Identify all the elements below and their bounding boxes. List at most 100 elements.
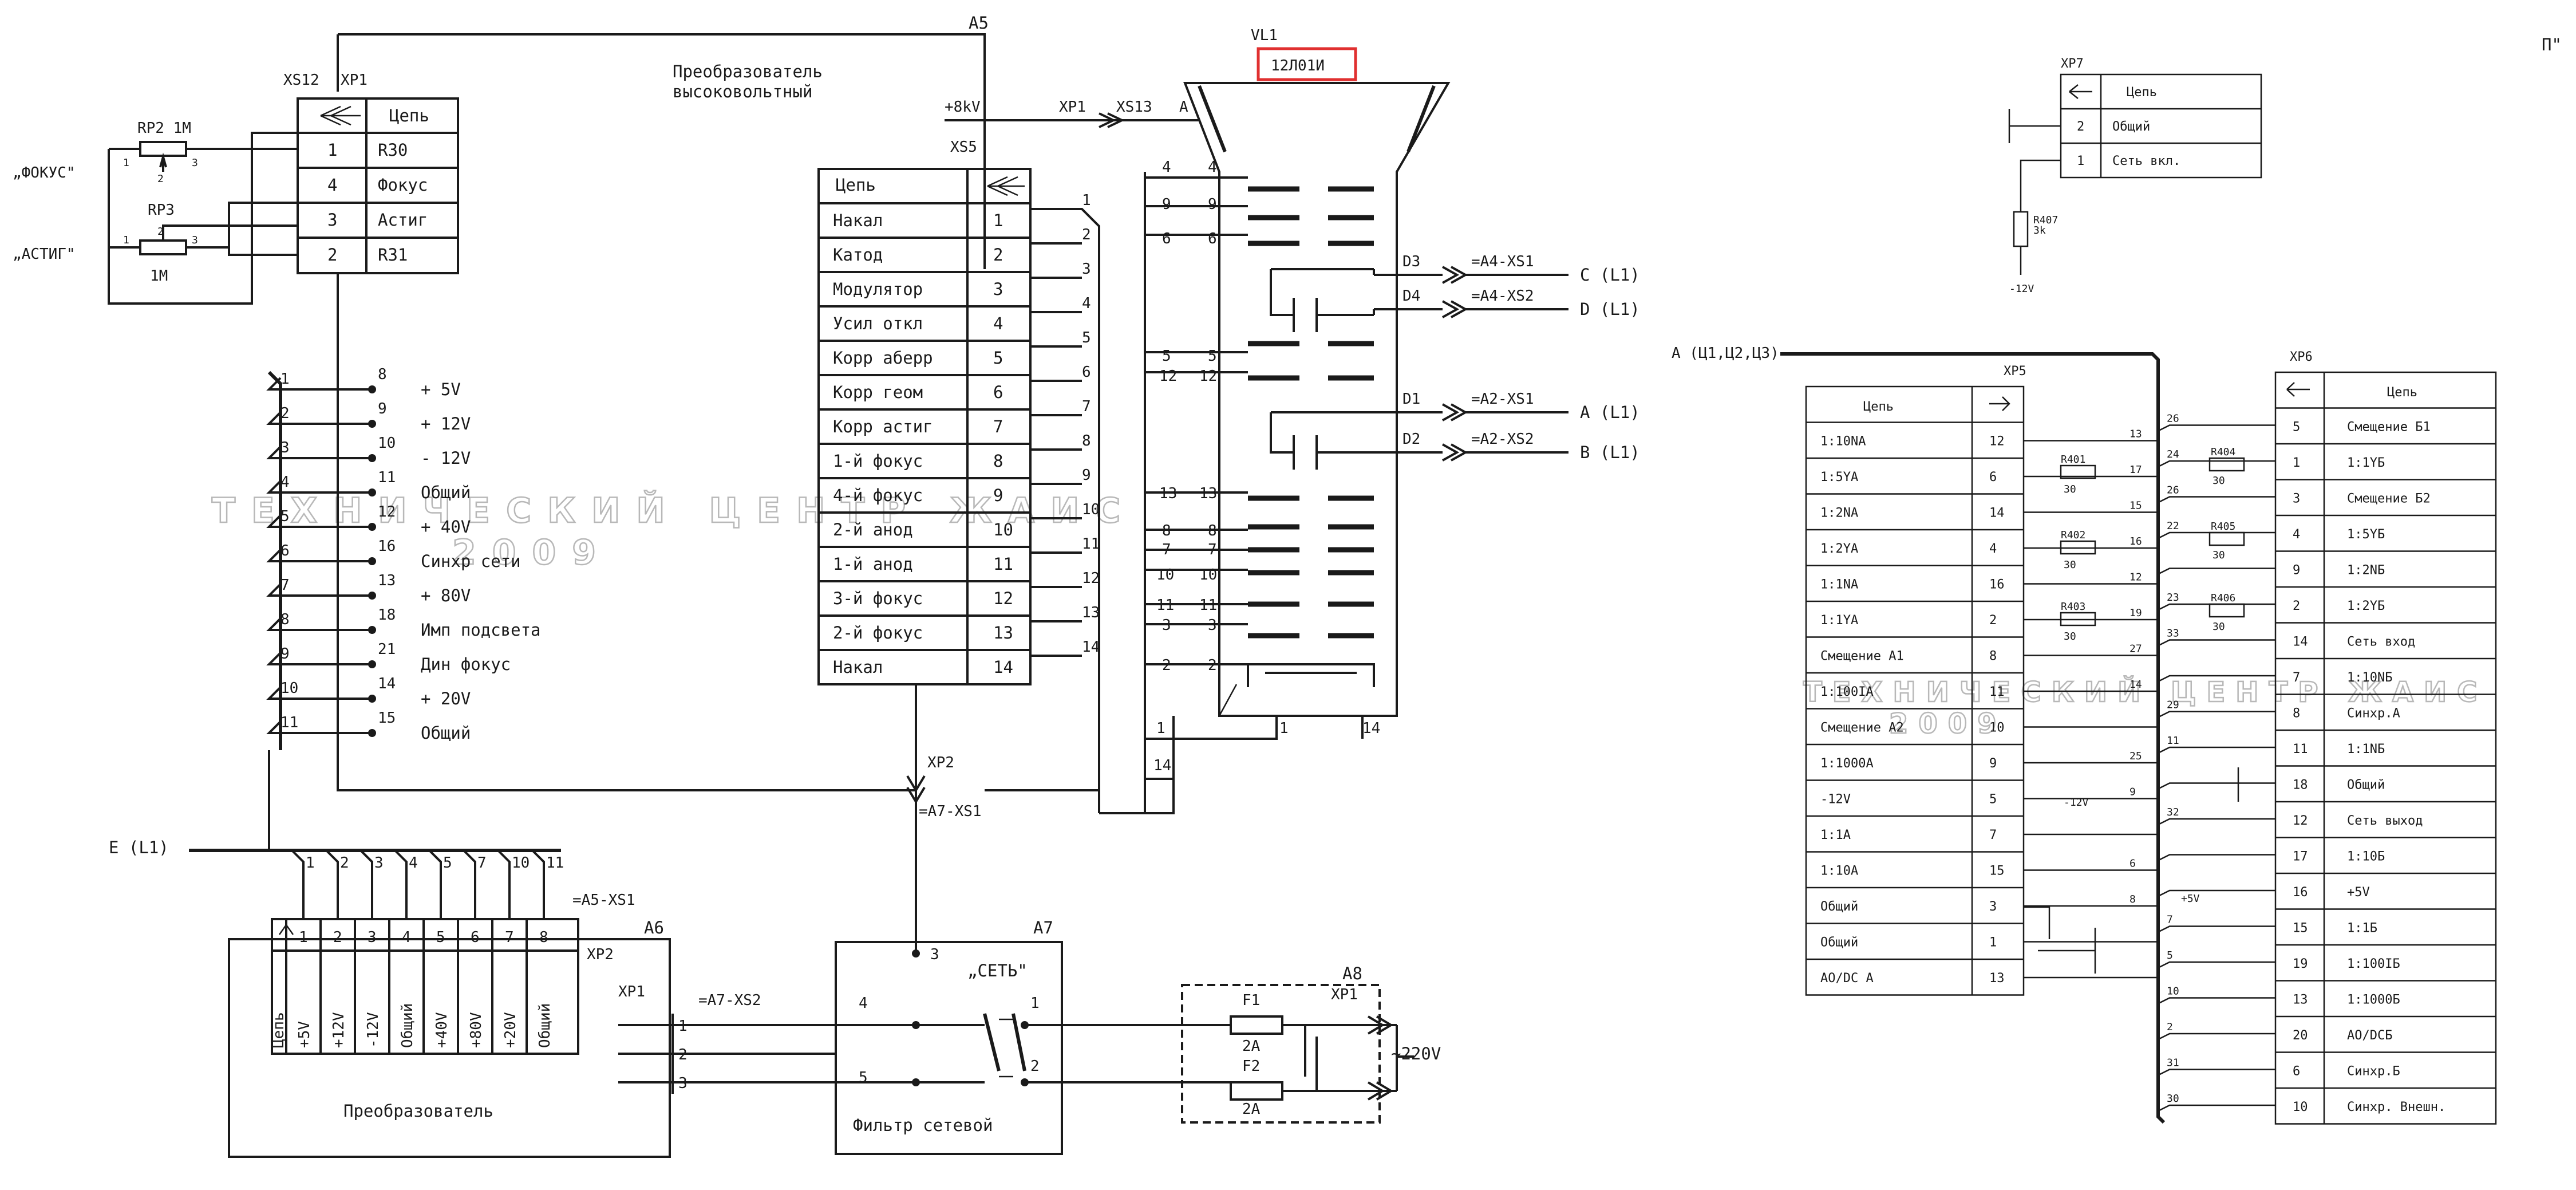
power-bus-pin: 10 bbox=[378, 435, 396, 452]
xp6-wire-number: 32 bbox=[2167, 806, 2179, 818]
xp5-wire-number: 13 bbox=[2129, 428, 2142, 440]
xp5-row-name: 1:10NA bbox=[1820, 435, 1866, 449]
xp5-row-pin: 11 bbox=[1989, 685, 2005, 699]
xs5-wire-number: 14 bbox=[1082, 639, 1100, 656]
power-bus-wire-number: 3 bbox=[280, 439, 290, 456]
svg-text:F2: F2 bbox=[1242, 1058, 1260, 1075]
svg-text:3: 3 bbox=[930, 946, 939, 963]
xp5-row-name: 1:2YA bbox=[1820, 542, 1858, 556]
a6-wire bbox=[359, 849, 373, 919]
svg-text:2A: 2A bbox=[1242, 1101, 1261, 1118]
power-bus-wire bbox=[266, 480, 372, 494]
xp6-row-name: Синхр.Б bbox=[2347, 1065, 2400, 1079]
a6-pin: 5 bbox=[436, 929, 445, 946]
power-bus-label: + 5V bbox=[421, 380, 461, 399]
xp5-row-pin: 14 bbox=[1989, 506, 2005, 521]
xp6-row-pin: 1 bbox=[2293, 456, 2300, 470]
a6-wire-number: 4 bbox=[409, 854, 418, 872]
xp6-row-pin: 12 bbox=[2293, 814, 2308, 828]
xp5-row-pin: 5 bbox=[1989, 793, 1997, 807]
a6-name: Преобразователь bbox=[343, 1101, 493, 1121]
xs12-xp1-label: XP1 bbox=[341, 72, 368, 89]
svg-text:XP2: XP2 bbox=[587, 946, 614, 963]
a6-wire-number: 11 bbox=[546, 854, 564, 872]
a5-top-frame bbox=[338, 33, 986, 269]
svg-text:Астиг: Астиг bbox=[378, 210, 428, 230]
svg-text:1: 1 bbox=[1156, 720, 1165, 737]
svg-text:2: 2 bbox=[157, 173, 164, 185]
a6-connector: Цепь1+5V2+12V3-12V4Общий5+40V6+80V7+20V8… bbox=[270, 918, 579, 1055]
svg-text:4: 4 bbox=[327, 175, 337, 195]
a6-wire-number: 10 bbox=[512, 854, 530, 872]
svg-text:=A2-XS1: =A2-XS1 bbox=[1471, 391, 1534, 408]
a5-title-line1: Преобразователь bbox=[673, 62, 823, 81]
xp5-row-name: 1:100IA bbox=[1820, 685, 1874, 699]
power-bus-terminal bbox=[368, 454, 376, 462]
xp5-wire-number: 19 bbox=[2129, 607, 2142, 619]
xp5-row-name: Смещение A1 bbox=[1820, 649, 1904, 664]
power-bus-trunk bbox=[267, 371, 282, 750]
svg-text:1: 1 bbox=[123, 157, 129, 169]
xs5-row-pin: 12 bbox=[993, 589, 1013, 608]
power-bus-terminal bbox=[368, 729, 376, 737]
a6-wire bbox=[291, 849, 305, 919]
xs5-row-pin: 1 bbox=[993, 211, 1003, 230]
xp6-wire-number: 23 bbox=[2167, 592, 2179, 604]
tube-pin-wires bbox=[1139, 176, 1364, 814]
power-bus-wire bbox=[266, 446, 372, 459]
power-bus-wire-number: 8 bbox=[280, 611, 290, 628]
xp6-row-name: 1:5YБ bbox=[2347, 527, 2385, 542]
xp5-row-pin: 6 bbox=[1989, 470, 1997, 484]
a5-label: A5 bbox=[969, 13, 989, 33]
svg-text:1: 1 bbox=[327, 140, 337, 160]
svg-text:9: 9 bbox=[1208, 196, 1217, 213]
xp6-row-name: +5V bbox=[2347, 885, 2370, 900]
svg-text:4: 4 bbox=[1162, 159, 1171, 176]
xp6-row-pin: 9 bbox=[2293, 564, 2300, 578]
xp6-row-pin: 6 bbox=[2293, 1065, 2300, 1079]
power-bus-terminal bbox=[368, 523, 376, 531]
xp5-row-pin: 4 bbox=[1989, 542, 1997, 556]
power-bus-wire bbox=[266, 549, 372, 562]
xp6-row-pin: 14 bbox=[2293, 635, 2308, 649]
svg-text:R30: R30 bbox=[378, 140, 408, 160]
svg-text:R402: R402 bbox=[2061, 529, 2085, 541]
xs5-row-pin: 4 bbox=[993, 314, 1003, 333]
xs5-wire-number: 5 bbox=[1082, 329, 1091, 346]
xp6-wire-number: 22 bbox=[2167, 520, 2179, 532]
svg-text:=A4-XS1: =A4-XS1 bbox=[1471, 253, 1534, 270]
xp6-row-pin: 7 bbox=[2293, 671, 2300, 685]
power-bus-pin: 11 bbox=[378, 469, 396, 486]
xp6-row-name: Сеть вход bbox=[2347, 635, 2415, 649]
power-bus-terminal bbox=[368, 385, 376, 393]
power-bus-pin: 14 bbox=[378, 675, 396, 692]
vl1-label: VL1 bbox=[1251, 27, 1278, 44]
xp6-row-name: 1:2YБ bbox=[2347, 599, 2385, 613]
svg-text:30: 30 bbox=[2064, 631, 2076, 643]
xp6-row-pin: 5 bbox=[2293, 420, 2300, 435]
arrow-left-icon bbox=[2286, 382, 2310, 397]
xp5-row-pin: 3 bbox=[1989, 900, 1997, 914]
rp3-label: RP3 bbox=[148, 202, 175, 219]
xp5-row-pin: 16 bbox=[1989, 578, 2005, 592]
svg-text:R404: R404 bbox=[2211, 446, 2235, 458]
xp5-row-pin: 1 bbox=[1989, 936, 1997, 950]
a6-wire-number: 3 bbox=[374, 854, 384, 872]
a7-block bbox=[835, 941, 1063, 1155]
xs5-row-pin: 11 bbox=[993, 554, 1013, 574]
xs5-row-name: Корр аберр bbox=[833, 348, 933, 368]
astig-label: „АСТИГ" bbox=[13, 246, 76, 263]
arrow-right-icon bbox=[1989, 396, 2010, 411]
xs5-row-name: 2-й анод bbox=[833, 520, 913, 539]
svg-text:30: 30 bbox=[2064, 483, 2076, 495]
xs5-row-pin: 6 bbox=[993, 383, 1003, 402]
svg-text:=A4-XS2: =A4-XS2 bbox=[1471, 287, 1534, 305]
xp6-row-pin: 13 bbox=[2293, 993, 2308, 1007]
power-bus-label: + 40V bbox=[421, 517, 471, 537]
a6-wire bbox=[531, 849, 545, 919]
a5-title-line2: высоковольтный bbox=[673, 82, 812, 101]
power-bus-wire-number: 11 bbox=[280, 714, 298, 731]
svg-text:A (L1): A (L1) bbox=[1580, 403, 1640, 422]
